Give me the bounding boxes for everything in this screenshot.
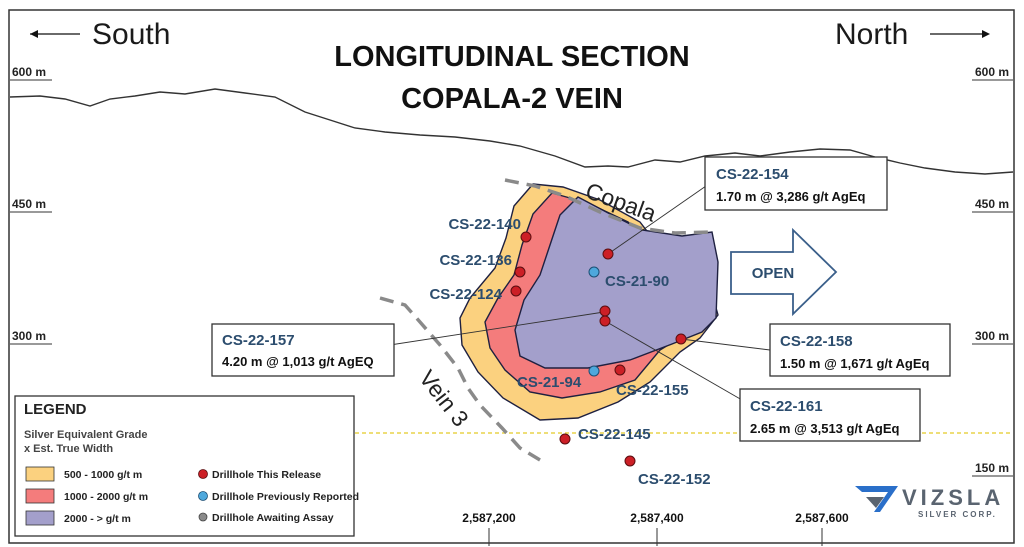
label-cs-22-136: CS-22-136 [439,252,512,269]
legend-dh-release: Drillhole This Release [212,469,321,481]
elevation-450-right: 450 m [975,197,1009,211]
callout-value: 1.50 m @ 1,671 g/t AgEq [780,356,930,371]
south-arrow-icon [30,30,38,38]
callout-box [739,388,921,442]
grade-zone-2000-plus [514,196,719,369]
label-cs-22-124: CS-22-124 [429,286,502,303]
north-arrow-icon [982,30,990,38]
callout-id: CS-22-161 [750,398,823,415]
callout-cs-22-158[interactable]: CS-22-158 1.50 m @ 1,671 g/t AgEq [769,323,951,377]
drillhole-cs-22-124[interactable] [510,285,522,297]
elevation-600-right: 600 m [975,65,1009,79]
drillhole-cs-22-157[interactable] [599,305,611,317]
legend-dh-previous: Drillhole Previously Reported [212,491,359,503]
legend-swatch-500 [25,466,55,482]
vizsla-logo: VIZSLA SILVER CORP. [855,485,1004,519]
elevation-300-right: 300 m [975,329,1009,343]
leader-cs-22-161 [604,320,743,401]
vizsla-logo-icon [855,486,898,512]
coordinate-2: 2,587,400 [630,511,684,525]
legend-dh-awaiting-icon [198,512,208,522]
legend-dh-release-icon [198,469,208,479]
callout-id: CS-22-158 [780,333,853,350]
callout-id: CS-22-154 [716,166,789,183]
label-cs-22-155: CS-22-155 [616,382,689,399]
vizsla-logo-mark [866,497,884,508]
callout-value: 1.70 m @ 3,286 g/t AgEq [716,189,866,204]
coordinate-1: 2,587,200 [462,511,516,525]
elevation-150-right: 150 m [975,461,1009,475]
leader-cs-22-157 [376,311,605,348]
drillhole-cs-22-161[interactable] [599,315,611,327]
leader-cs-22-154 [607,185,707,255]
drillhole-cs-22-154[interactable] [602,248,614,260]
legend-box [14,395,355,537]
label-cs-22-140: CS-22-140 [448,216,521,233]
callout-box [704,156,888,211]
label-cs-22-152: CS-22-152 [638,471,711,488]
open-arrow-icon [730,227,838,317]
legend-subtitle-2: x Est. True Width [24,443,113,455]
copala-vein-trace [504,178,713,235]
vein-3-trace [379,296,541,462]
drillhole-cs-22-136[interactable] [514,266,526,278]
drillhole-cs-22-158[interactable] [675,333,687,345]
open-label: OPEN [752,265,795,282]
callout-value: 4.20 m @ 1,013 g/t AgEQ [222,354,374,369]
north-label: North [835,18,908,51]
south-label: South [92,18,170,51]
title-line-2: COPALA-2 VEIN [401,83,623,115]
legend: LEGEND Silver Equivalent Grade x Est. Tr… [14,395,359,537]
callout-box [769,323,951,377]
callout-value: 2.65 m @ 3,513 g/t AgEq [750,421,900,436]
topography-line [9,88,1014,175]
drillhole-cs-22-152[interactable] [624,455,636,467]
elevation-600-left: 600 m [12,65,46,79]
logo-name: VIZSLA [902,485,1004,510]
drillhole-cs-22-155[interactable] [614,364,626,376]
callout-cs-22-154[interactable]: CS-22-154 1.70 m @ 3,286 g/t AgEq [704,156,888,211]
legend-dh-awaiting: Drillhole Awaiting Assay [212,512,334,524]
legend-grade-1000: 1000 - 2000 g/t m [64,491,148,503]
callout-id: CS-22-157 [222,332,295,349]
coordinate-3: 2,587,600 [795,511,849,525]
legend-swatch-2000 [25,510,55,526]
elevation-300-left: 300 m [12,329,46,343]
label-cs-21-90: CS-21-90 [605,273,669,290]
callout-box [211,323,395,377]
legend-dh-previous-icon [198,491,208,501]
legend-swatch-1000 [25,488,55,504]
elevation-450-left: 450 m [12,197,46,211]
drillhole-cs-22-140[interactable] [520,231,532,243]
logo-sub: SILVER CORP. [918,510,997,519]
callout-cs-22-161[interactable]: CS-22-161 2.65 m @ 3,513 g/t AgEq [739,388,921,442]
drillhole-cs-22-145[interactable] [559,433,571,445]
legend-subtitle-1: Silver Equivalent Grade [24,429,148,441]
legend-grade-500: 500 - 1000 g/t m [64,469,142,481]
drillholes-this-release [510,231,687,467]
legend-title: LEGEND [24,401,87,418]
drillhole-cs-21-94[interactable] [588,365,600,377]
drillholes-previously-reported [588,266,600,377]
callout-cs-22-157[interactable]: CS-22-157 4.20 m @ 1,013 g/t AgEQ [211,323,395,377]
label-cs-22-145: CS-22-145 [578,426,651,443]
label-cs-21-94: CS-21-94 [517,374,582,391]
drillhole-cs-21-90[interactable] [588,266,600,278]
leader-cs-22-158 [680,338,771,351]
legend-grade-2000: 2000 - > g/t m [64,513,131,525]
title-line-1: LONGITUDINAL SECTION [334,41,690,73]
